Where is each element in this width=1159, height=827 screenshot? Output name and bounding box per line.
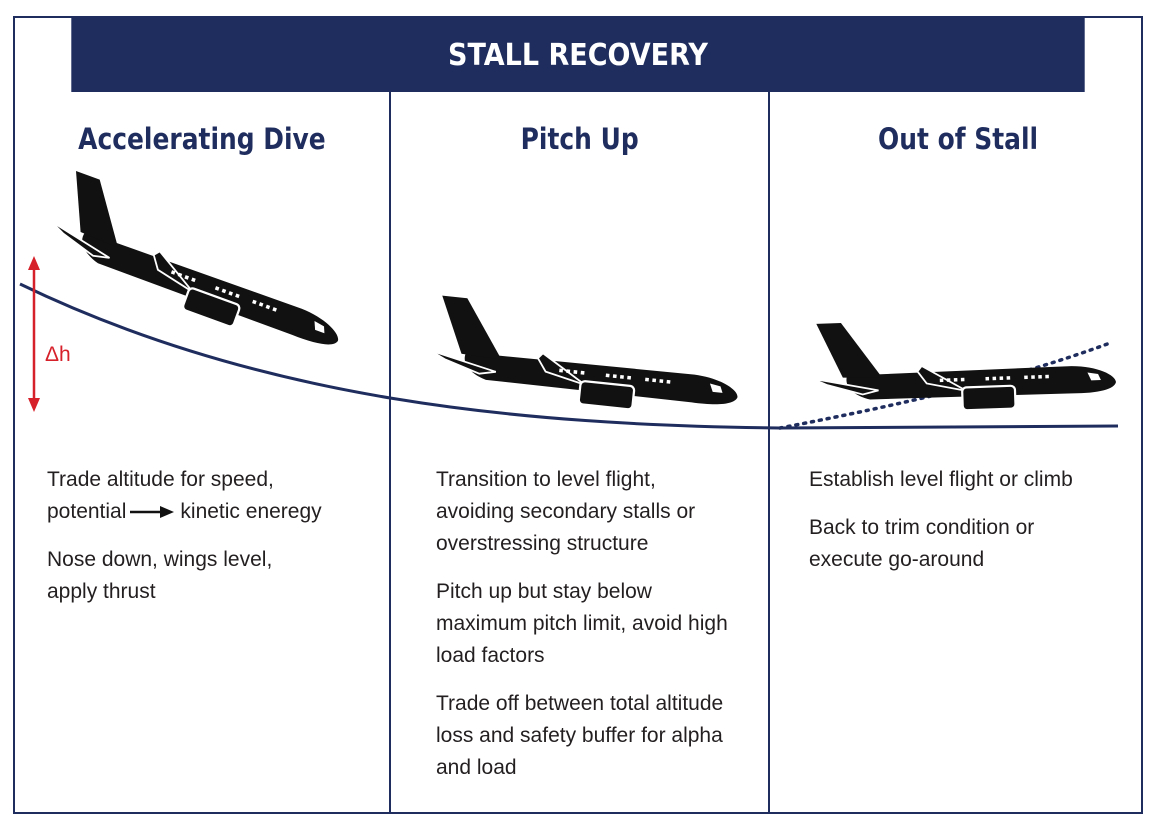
airplane-icon xyxy=(425,293,746,422)
double-arrow-icon xyxy=(28,256,40,412)
delta-h-label: Δh xyxy=(45,343,71,366)
col3-text: Establish level flight or climb Back to … xyxy=(809,464,1129,592)
col2-paragraph-2: Pitch up but stay below maximum pitch li… xyxy=(436,580,728,667)
flight-path-line xyxy=(19,282,1119,430)
col3-paragraph-1: Establish level flight or climb xyxy=(809,468,1073,491)
col2-text: Transition to level flight, avoiding sec… xyxy=(436,464,766,800)
heading-accelerating-dive: Accelerating Dive xyxy=(78,122,326,156)
column-divider-2 xyxy=(768,92,770,814)
col2-paragraph-1: Transition to level flight, avoiding sec… xyxy=(436,468,696,555)
col1-paragraph-2: Nose down, wings level, apply thrust xyxy=(47,548,273,603)
heading-out-of-stall: Out of Stall xyxy=(877,122,1039,156)
col2-paragraph-3: Trade off between total altitude loss an… xyxy=(436,692,724,779)
heading-pitch-up: Pitch Up xyxy=(520,122,640,156)
column-divider-1 xyxy=(389,92,391,814)
page-title: STALL RECOVERY xyxy=(448,37,708,73)
arrow-right-icon xyxy=(130,506,175,519)
diagram-frame: STALL RECOVERY xyxy=(13,16,1143,814)
col3-paragraph-2: Back to trim condition or execute go-aro… xyxy=(809,516,1035,571)
title-banner: STALL RECOVERY xyxy=(71,18,1085,92)
airplane-icon xyxy=(809,312,1118,417)
airplane-icon xyxy=(36,167,363,365)
